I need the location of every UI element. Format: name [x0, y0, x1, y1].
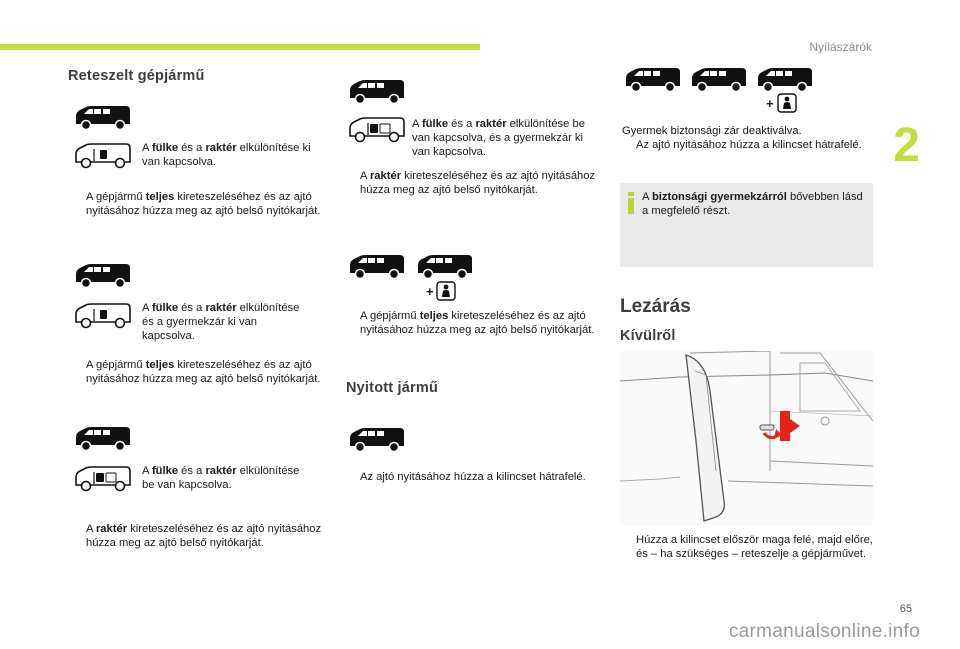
van-icon	[754, 66, 814, 94]
watermark: carmanualsonline.info	[728, 621, 920, 642]
locked-vehicle-title: Reteszelt gépjármű	[68, 68, 205, 84]
van-icon	[346, 78, 406, 106]
child-lock-bullet: Az ajtó nyitásához húzza a kilincset hát…	[636, 139, 862, 151]
info-icon	[628, 192, 634, 214]
from-outside-title: Kívülről	[620, 328, 676, 344]
col2-block2-bullet: A gépjármű teljes kireteszeléséhez és az…	[360, 310, 595, 336]
block2-bullet: A gépjármű teljes kireteszeléséhez és az…	[86, 359, 321, 385]
van-icon	[72, 104, 132, 132]
van-partition-icon	[72, 465, 132, 493]
page-number: 65	[899, 603, 912, 615]
chapter-number: 2	[893, 119, 920, 172]
block3-description: A fülke és a raktér elkülönítése be van …	[142, 465, 300, 491]
van-icon	[72, 262, 132, 290]
plus-sign: +	[766, 96, 774, 111]
open-bullet: Az ajtó nyitásához húzza a kilincset hát…	[360, 471, 586, 483]
col2-block1-bullet: A raktér kireteszeléséhez és az ajtó nyi…	[360, 170, 596, 196]
final-bullet: Húzza a kilincset először maga felé, maj…	[636, 534, 873, 560]
section-name: Nyílászárók	[809, 40, 872, 54]
plus-sign: +	[426, 284, 434, 299]
van-unlocked-icon	[72, 142, 132, 170]
van-unlocked-icon	[72, 302, 132, 330]
van-icon	[346, 426, 406, 454]
accent-bar	[0, 44, 480, 50]
van-icon	[72, 425, 132, 453]
block1-description: A fülke és a raktér elkülönítése ki van …	[142, 142, 311, 168]
block3-bullet: A raktér kireteszeléséhez és az ajtó nyi…	[86, 523, 322, 549]
child-lock-icon	[436, 281, 456, 301]
van-icon	[346, 253, 406, 281]
van-icon	[622, 66, 682, 94]
open-vehicle-title: Nyitott jármű	[346, 380, 439, 396]
van-icon	[688, 66, 748, 94]
block2-description: A fülke és a raktér elkülönítése és a gy…	[142, 302, 300, 342]
block1-bullet: A gépjármű teljes kireteszeléséhez és az…	[86, 191, 321, 217]
info-box	[620, 183, 873, 267]
child-lock-icon	[777, 93, 797, 113]
col2-block1-description: A fülke és a raktér elkülönítése be van …	[412, 118, 585, 158]
locking-title: Lezárás	[620, 296, 691, 317]
van-partition-icon	[346, 116, 406, 144]
info-text: A biztonsági gyermekzárról bővebben lásd…	[642, 191, 863, 217]
door-handle-illustration	[620, 351, 873, 525]
child-lock-status: Gyermek biztonsági zár deaktiválva.	[622, 125, 802, 137]
van-icon	[414, 253, 474, 281]
